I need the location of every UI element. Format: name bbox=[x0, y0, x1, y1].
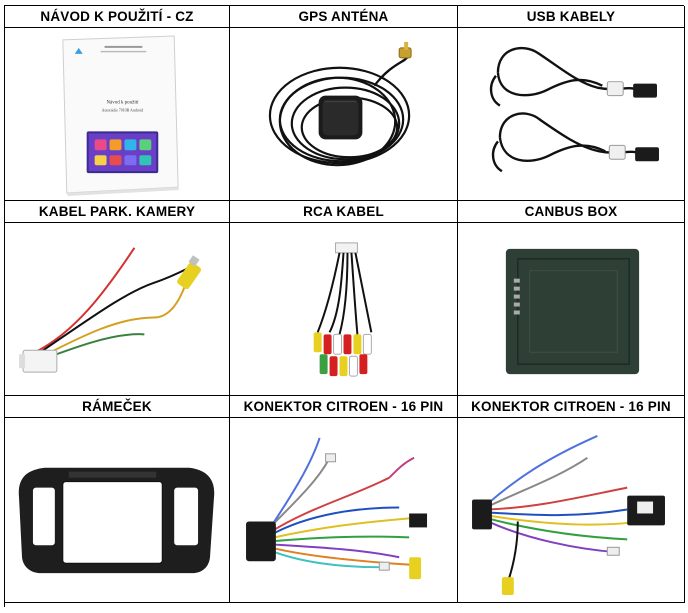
header-camera-cable: KABEL PARK. KAMERY bbox=[5, 201, 230, 223]
header-connector-2: KONEKTOR CITROEN - 16 PIN bbox=[458, 396, 685, 418]
header-canbus-box: CANBUS BOX bbox=[458, 201, 685, 223]
manual-title: Návod k použití bbox=[106, 101, 139, 106]
manual-subtitle: Autorádio 7010B Android bbox=[102, 108, 144, 113]
canbus-cell bbox=[458, 223, 685, 396]
canbus-box-image bbox=[505, 248, 640, 375]
header-connector-1: KONEKTOR CITROEN - 16 PIN bbox=[230, 396, 458, 418]
gps-cell bbox=[230, 28, 458, 201]
manual-booklet-image: Návod k použití Autorádio 7010B Android bbox=[62, 35, 180, 197]
usb-cable-image bbox=[489, 46, 659, 173]
header-usb-cables: USB KABELY bbox=[458, 6, 685, 28]
manual-cell: Návod k použití Autorádio 7010B Android bbox=[5, 28, 230, 201]
camera-cable-cell bbox=[5, 223, 230, 396]
header-frame: RÁMEČEK bbox=[5, 396, 230, 418]
usb-cell bbox=[458, 28, 685, 201]
rca-cable-cell bbox=[230, 223, 458, 396]
harness-connector-image bbox=[246, 437, 428, 580]
camera-cable-image bbox=[19, 247, 202, 373]
connector-2-cell bbox=[458, 418, 685, 603]
connector-1-cell bbox=[230, 418, 458, 603]
accessories-table: NÁVOD K POUŽITÍ - CZ GPS ANTÉNA USB KABE… bbox=[4, 5, 685, 607]
header-rca-cable: RCA KABEL bbox=[230, 201, 458, 223]
header-manual: NÁVOD K POUŽITÍ - CZ bbox=[5, 6, 230, 28]
dash-frame-image bbox=[18, 467, 215, 574]
harness-connector-image bbox=[472, 434, 665, 596]
header-gps-antenna: GPS ANTÉNA bbox=[230, 6, 458, 28]
gps-antenna-image bbox=[268, 41, 412, 167]
frame-cell bbox=[5, 418, 230, 603]
rca-cable-image bbox=[313, 242, 373, 377]
